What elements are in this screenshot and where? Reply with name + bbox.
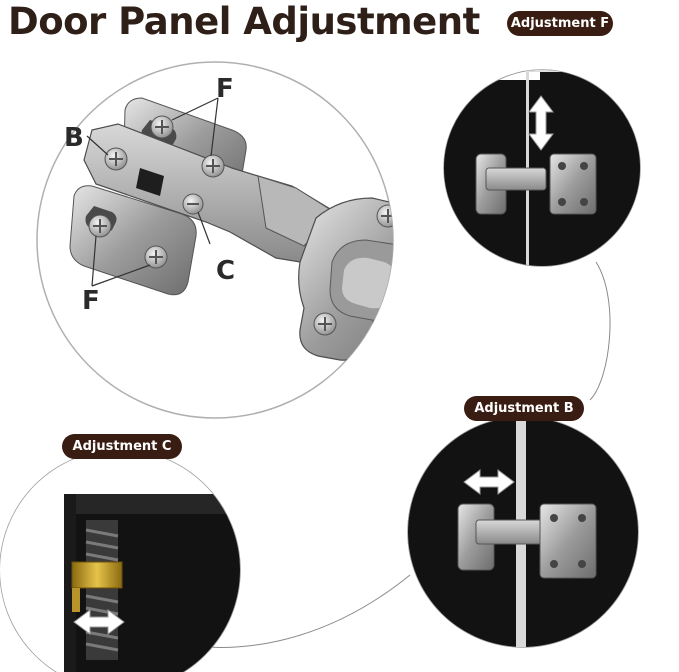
label-f-top: F xyxy=(216,74,234,104)
screw-cup-top xyxy=(376,204,393,228)
vertical-adjust-arrow xyxy=(528,95,554,151)
screw-f-top-2 xyxy=(201,154,225,178)
label-f-bottom: F xyxy=(82,286,100,316)
adjustment-b-circle xyxy=(407,416,639,648)
hinge-cup-plate xyxy=(298,197,393,361)
badge-adjustment-b: Adjustment B xyxy=(474,401,574,416)
badge-b-bg xyxy=(464,396,584,421)
label-c: C xyxy=(216,256,236,286)
adjustment-f-circle xyxy=(443,69,641,267)
screw-f-bottom-2 xyxy=(144,245,168,269)
leader-lines xyxy=(86,97,219,287)
page-title: Door Panel Adjustment xyxy=(8,0,480,43)
badge-f-bg xyxy=(507,11,613,36)
screw-b xyxy=(104,147,128,171)
screw-c xyxy=(182,193,204,215)
screw-f-bottom-1 xyxy=(88,214,112,238)
screw-cup-bottom xyxy=(313,312,337,336)
hinge-closeup-circle xyxy=(36,61,394,419)
screw-f-top-1 xyxy=(150,115,174,139)
horizontal-adjust-arrow-c xyxy=(73,609,125,635)
badge-adjustment-f: Adjustment F xyxy=(510,16,610,31)
label-b: B xyxy=(64,123,84,153)
adjustment-c-circle xyxy=(0,449,241,672)
badge-c-bg xyxy=(62,434,182,459)
badge-adjustment-c: Adjustment C xyxy=(72,439,172,454)
horizontal-adjust-arrow-b xyxy=(463,469,515,495)
